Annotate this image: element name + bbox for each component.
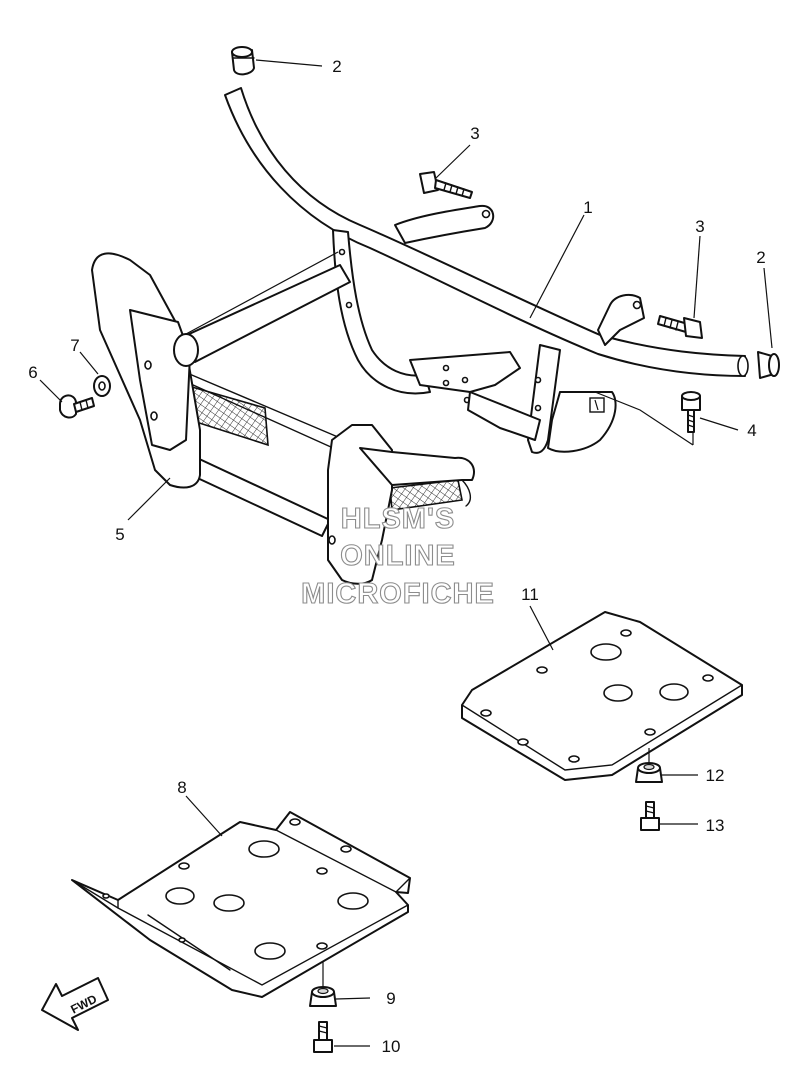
screw-part-6: [59, 394, 95, 419]
grommet-part-12: [635, 748, 663, 783]
end-cap-left-part-2: [231, 46, 255, 76]
callout-12: 12: [706, 766, 725, 785]
callout-13: 13: [706, 816, 725, 835]
callout-2-right: 2: [756, 248, 765, 267]
callout-9: 9: [386, 989, 395, 1008]
watermark-line-2: ONLINE: [340, 540, 456, 572]
bolt-part-10: [313, 1021, 333, 1053]
watermark-line-3: MICROFICHE: [301, 578, 495, 610]
skid-plate-part-8: [71, 811, 411, 998]
bolt-part-4: [681, 391, 701, 433]
callout-11: 11: [521, 585, 539, 604]
watermark: HLSM'S ONLINE MICROFICHE: [301, 502, 495, 610]
callout-6: 6: [28, 363, 37, 382]
callout-10: 10: [382, 1037, 401, 1056]
bolt-right-part-3: [657, 315, 703, 339]
washer-part-7: [93, 375, 111, 397]
forward-direction-arrow: FWD: [41, 977, 109, 1031]
bumper-guard-part-5: [91, 252, 475, 585]
bumper-frame-part-1: [224, 87, 749, 454]
callout-3-right: 3: [695, 217, 704, 236]
callout-7: 7: [70, 336, 79, 355]
callout-2-left: 2: [332, 57, 341, 76]
skid-plate-part-11: [461, 611, 743, 781]
callout-1: 1: [583, 198, 592, 217]
leader-lines: [39, 59, 773, 1047]
callout-5: 5: [115, 525, 124, 544]
watermark-line-1: HLSM'S: [341, 503, 455, 535]
callout-labels: 1 2 2 3 3 4 5 6 7 8 9 10 11 12 13: [28, 57, 765, 1056]
bolt-left-part-3: [419, 171, 473, 199]
end-cap-right-part-2: [757, 351, 780, 379]
callout-3-left: 3: [470, 124, 479, 143]
callout-8: 8: [177, 778, 186, 797]
callout-4: 4: [747, 421, 756, 440]
bolt-part-13: [640, 801, 660, 831]
grommet-part-9: [309, 962, 337, 1007]
